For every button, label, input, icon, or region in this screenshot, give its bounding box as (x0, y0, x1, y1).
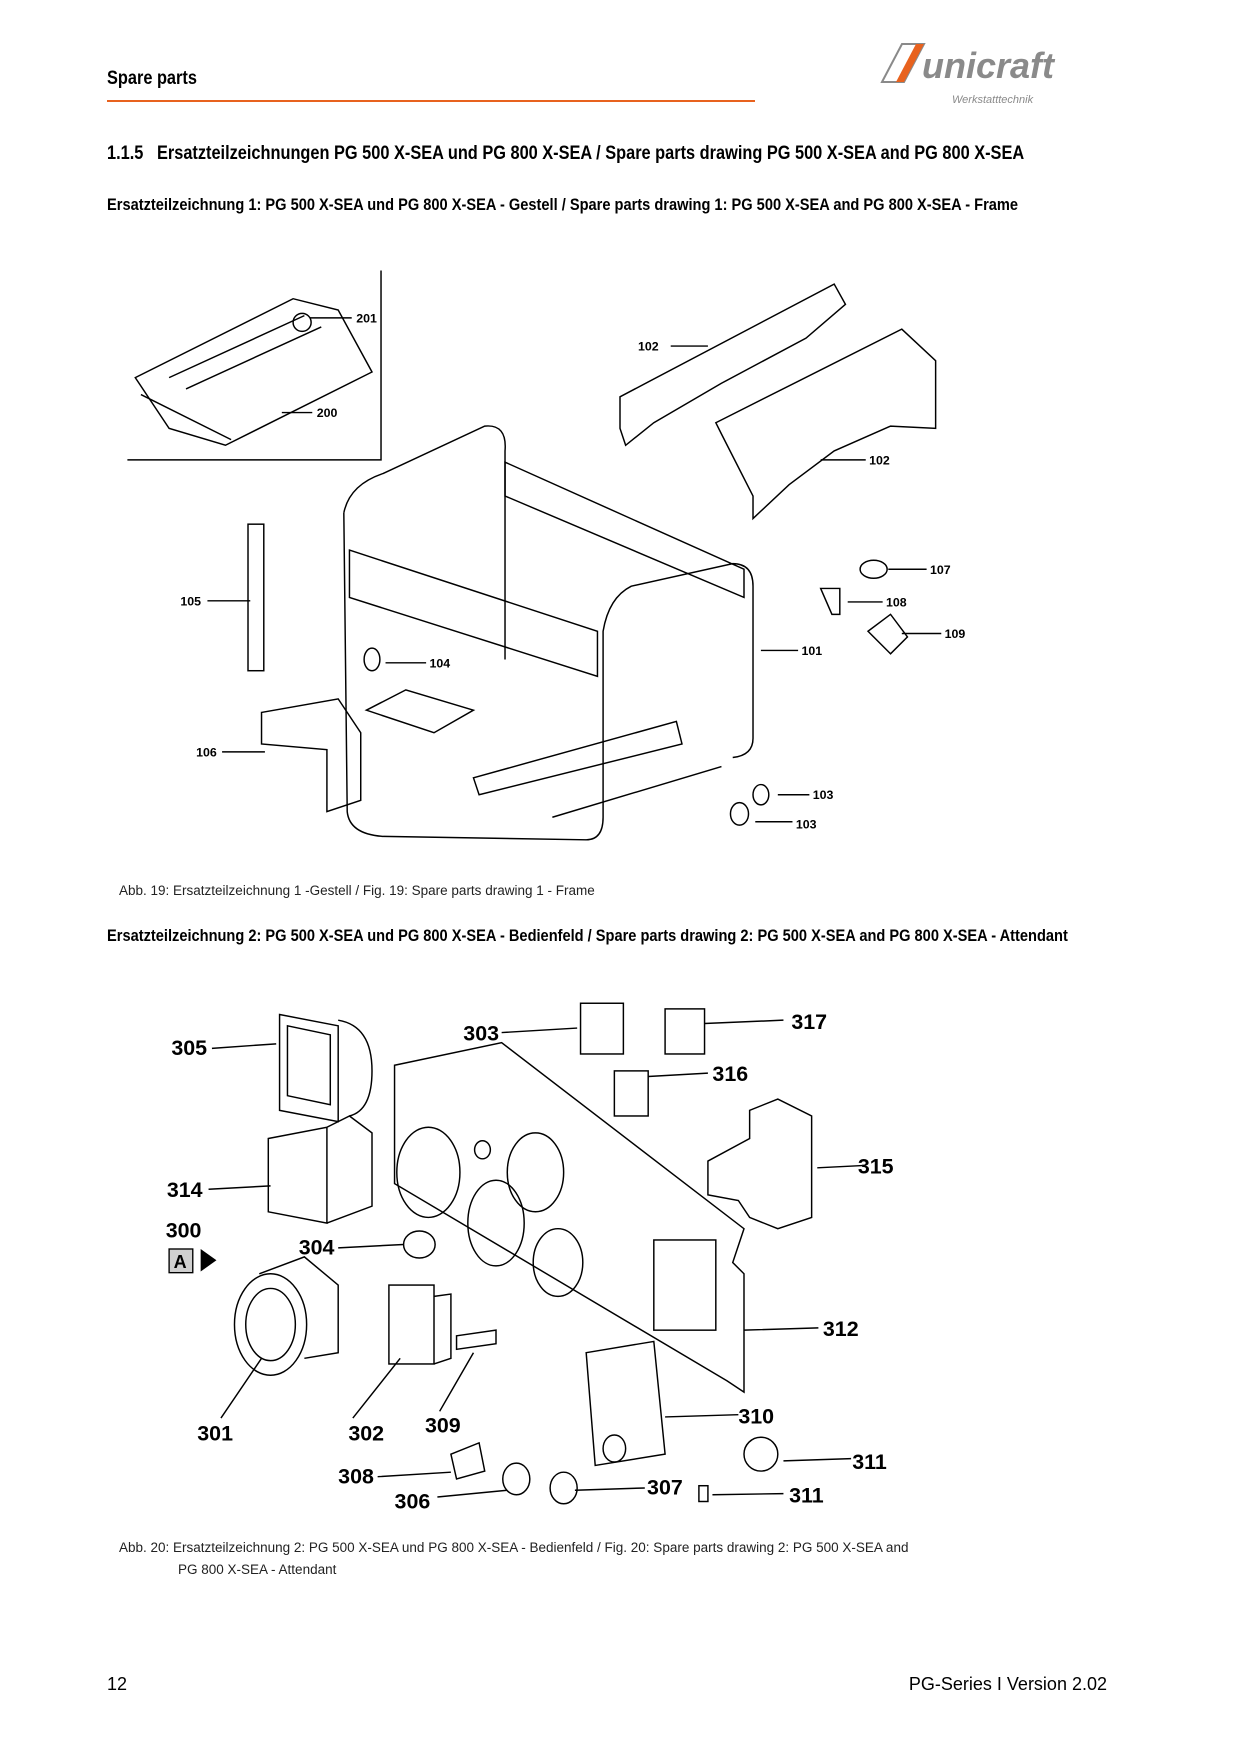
part-label-314: 314 (167, 1178, 203, 1202)
view-marker-a: A (174, 1252, 187, 1272)
part-label-317: 317 (791, 1010, 827, 1034)
part-label-316: 316 (712, 1062, 748, 1086)
part-label-200: 200 (317, 406, 338, 420)
logo-subtext: Werkstatttechnik (952, 94, 1034, 106)
part-label-104: 104 (429, 656, 450, 670)
part-label-312: 312 (823, 1317, 859, 1341)
part-label-310: 310 (738, 1405, 774, 1429)
part-label-305: 305 (171, 1036, 207, 1060)
part-label-106: 106 (196, 745, 217, 759)
part-label-101: 101 (801, 644, 822, 658)
part-label-311: 311 (852, 1450, 887, 1474)
part-label-308: 308 (338, 1464, 374, 1488)
figure20-caption-line1: Abb. 20: Ersatzteilzeichnung 2: PG 500 X… (119, 1540, 909, 1555)
part-label-300: 300 (166, 1219, 202, 1243)
section-heading: 1.1.5 Ersatzteilzeichnungen PG 500 X-SEA… (107, 143, 1024, 165)
unicraft-logo: unicraft Werkstatttechnik (872, 40, 1112, 110)
part-label-304: 304 (299, 1236, 335, 1260)
view-marker-box (168, 1248, 194, 1274)
part-label-105: 105 (180, 594, 201, 608)
header-rule (107, 100, 755, 102)
section-header: Spare parts (107, 68, 197, 89)
part-label-102: 102 (638, 340, 659, 354)
part-label-107: 107 (930, 563, 951, 577)
figure20-caption-line2: PG 800 X-SEA - Attendant (178, 1562, 337, 1577)
part-label-315: 315 (858, 1154, 894, 1178)
version-text: PG-Series I Version 2.02 (908, 1674, 1107, 1694)
view-arrow-icon (200, 1248, 217, 1272)
page-number: 12 (107, 1674, 128, 1694)
drawing1-title: Ersatzteilzeichnung 1: PG 500 X-SEA und … (107, 195, 1019, 214)
part-label-103: 103 (796, 818, 817, 832)
part-label-307: 307 (647, 1476, 683, 1500)
heading-title: Ersatzteilzeichnungen PG 500 X-SEA und P… (156, 143, 1025, 164)
heading-number: 1.1.5 (107, 143, 144, 164)
part-label-309: 309 (425, 1414, 461, 1438)
part-label-301: 301 (197, 1422, 233, 1446)
part-label-103: 103 (813, 788, 834, 802)
part-label-311: 311 (789, 1484, 824, 1508)
figure19-caption: Abb. 19: Ersatzteilzeichnung 1 -Gestell … (119, 883, 595, 898)
drawing2-attendant: 305 303 317 316 315 314 300 304 312 301 … (166, 1002, 894, 1513)
part-label-102: 102 (869, 453, 890, 467)
part-label-201: 201 (356, 311, 377, 325)
part-label-108: 108 (886, 595, 907, 609)
part-label-306: 306 (395, 1489, 431, 1513)
part-label-302: 302 (348, 1422, 384, 1446)
logo-text: unicraft (922, 45, 1056, 86)
part-label-109: 109 (945, 627, 966, 641)
part-label-303: 303 (463, 1021, 499, 1045)
drawing1-frame: 201 200 102 102 107 108 109 105 104 101 … (127, 270, 966, 841)
drawing2-title: Ersatzteilzeichnung 2: PG 500 X-SEA und … (107, 926, 1068, 945)
